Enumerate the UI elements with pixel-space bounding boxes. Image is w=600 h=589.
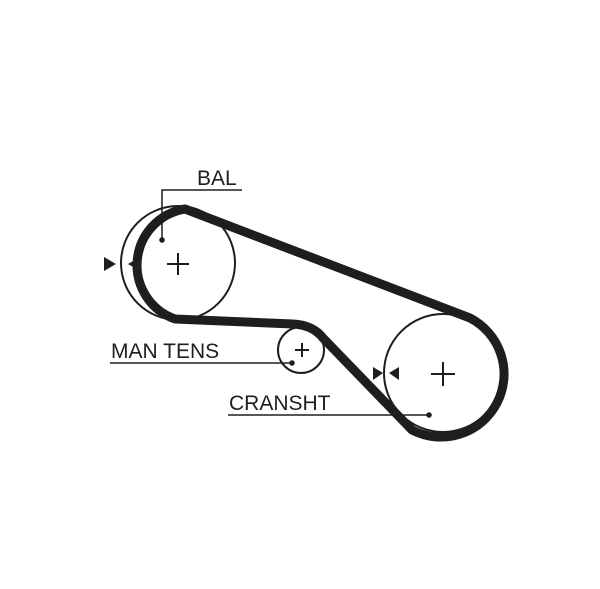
balancer-center-plus-icon: [167, 253, 189, 275]
tensioner-center-plus-icon: [295, 343, 309, 357]
crankshaft-leader-line: [228, 412, 432, 418]
balancer-timing-mark-icon: [104, 257, 140, 271]
balancer-leader-line: [159, 189, 242, 243]
balancer-label: BAL: [197, 167, 237, 190]
crankshaft-timing-mark-icon: [373, 367, 399, 380]
balancer-pulley: [120, 205, 236, 321]
crankshaft-pulley: [383, 313, 503, 433]
timing-belt: [132, 204, 509, 442]
crankshaft-label: CRANSHT: [229, 392, 331, 415]
manual-tensioner-label: MAN TENS: [111, 340, 219, 363]
crankshaft-pulley-outline: [383, 313, 503, 433]
tensioner-pulley-outline: [277, 326, 325, 374]
manual-tensioner-pulley: [277, 326, 325, 374]
balancer-pulley-outline: [120, 205, 236, 321]
crankshaft-center-plus-icon: [431, 362, 455, 386]
tensioner-leader-line: [110, 360, 295, 366]
